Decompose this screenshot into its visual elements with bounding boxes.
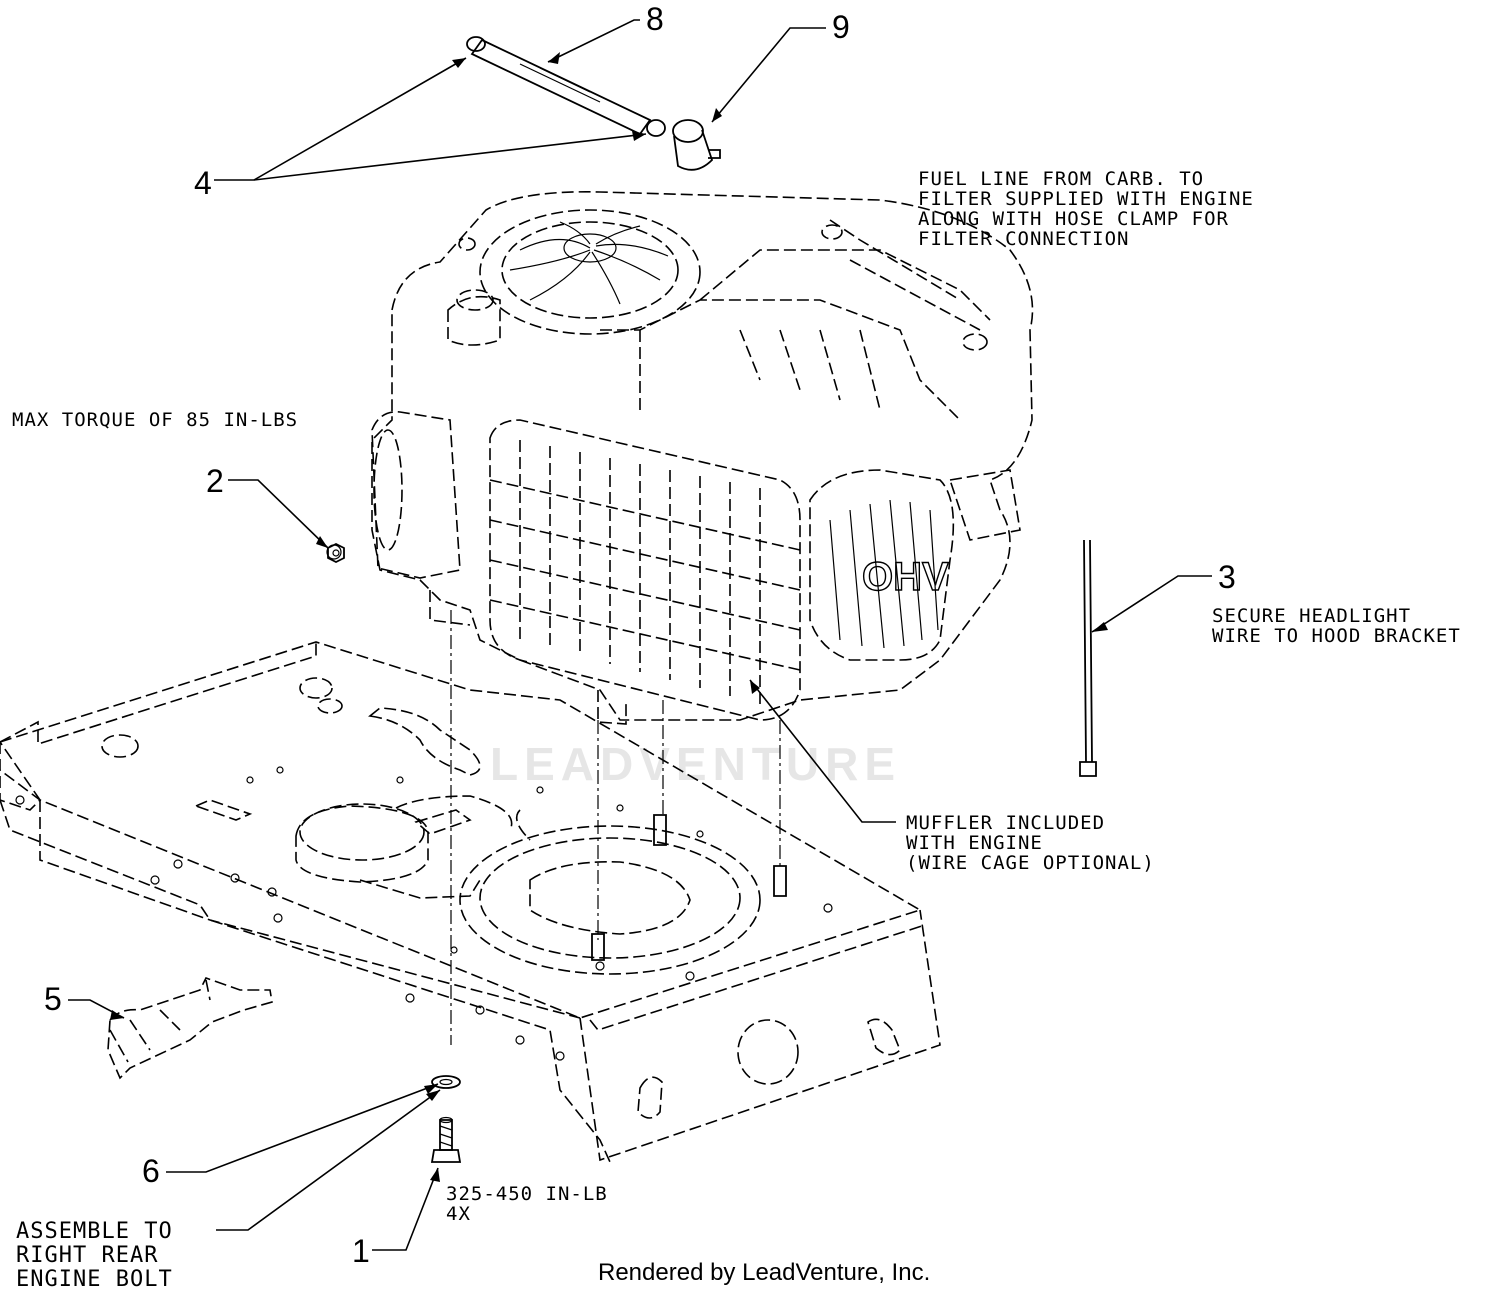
callout-4: 4 — [194, 165, 212, 201]
watermark: LEADVENTURE — [490, 738, 901, 790]
svg-text:WITH ENGINE: WITH ENGINE — [906, 832, 1043, 854]
svg-text:4X: 4X — [446, 1203, 471, 1225]
note-bolt-torque: 325-450 IN-LB 4X — [446, 1183, 608, 1225]
svg-text:ALONG WITH HOSE CLAMP FOR: ALONG WITH HOSE CLAMP FOR — [918, 208, 1229, 230]
callout-6: 6 — [142, 1153, 160, 1189]
svg-text:RIGHT REAR: RIGHT REAR — [16, 1243, 158, 1268]
svg-text:WIRE TO HOOD BRACKET: WIRE TO HOOD BRACKET — [1212, 625, 1461, 647]
callout-3: 3 — [1218, 559, 1236, 595]
svg-text:FUEL LINE FROM CARB. TO: FUEL LINE FROM CARB. TO — [918, 168, 1204, 190]
arrowheads — [110, 52, 1108, 1182]
svg-text:SECURE HEADLIGHT: SECURE HEADLIGHT — [1212, 605, 1411, 627]
note-assemble: ASSEMBLE TO RIGHT REAR ENGINE BOLT — [16, 1219, 173, 1289]
svg-text:MUFFLER INCLUDED: MUFFLER INCLUDED — [906, 812, 1105, 834]
frame-plate — [0, 641, 941, 1163]
note-muffler: MUFFLER INCLUDED WITH ENGINE (WIRE CAGE … — [906, 812, 1155, 874]
callout-1: 1 — [352, 1233, 370, 1269]
heat-shield-part — [107, 977, 273, 1080]
svg-text:ENGINE BOLT: ENGINE BOLT — [16, 1267, 173, 1289]
svg-text:ASSEMBLE TO: ASSEMBLE TO — [16, 1219, 173, 1244]
note-fuel-line: FUEL LINE FROM CARB. TO FILTER SUPPLIED … — [918, 168, 1254, 250]
cable-tie-part — [1079, 539, 1097, 777]
callout-2: 2 — [206, 463, 224, 499]
nut-part — [327, 542, 345, 564]
callout-8: 8 — [646, 1, 664, 37]
svg-text:FILTER SUPPLIED WITH ENGINE: FILTER SUPPLIED WITH ENGINE — [918, 188, 1254, 210]
lock-washer-part — [431, 1075, 461, 1089]
engine-bolt-part — [430, 1116, 462, 1163]
svg-text:325-450 IN-LB: 325-450 IN-LB — [446, 1183, 608, 1205]
note-headlight: SECURE HEADLIGHT WIRE TO HOOD BRACKET — [1212, 605, 1461, 647]
fuel-filter-part — [672, 119, 721, 171]
alignment-lines — [450, 610, 781, 1045]
fuel-line-part — [466, 36, 666, 137]
engine-assembly: OHV — [326, 191, 1034, 725]
callout-9: 9 — [832, 9, 850, 45]
note-max-torque: MAX TORQUE OF 85 IN-LBS — [12, 409, 298, 431]
svg-text:OHV: OHV — [862, 555, 949, 599]
svg-text:FILTER CONNECTION: FILTER CONNECTION — [918, 228, 1129, 250]
footer-credit: Rendered by LeadVenture, Inc. — [598, 1259, 930, 1286]
callout-5: 5 — [44, 981, 62, 1017]
svg-text:(WIRE CAGE OPTIONAL): (WIRE CAGE OPTIONAL) — [906, 852, 1155, 874]
